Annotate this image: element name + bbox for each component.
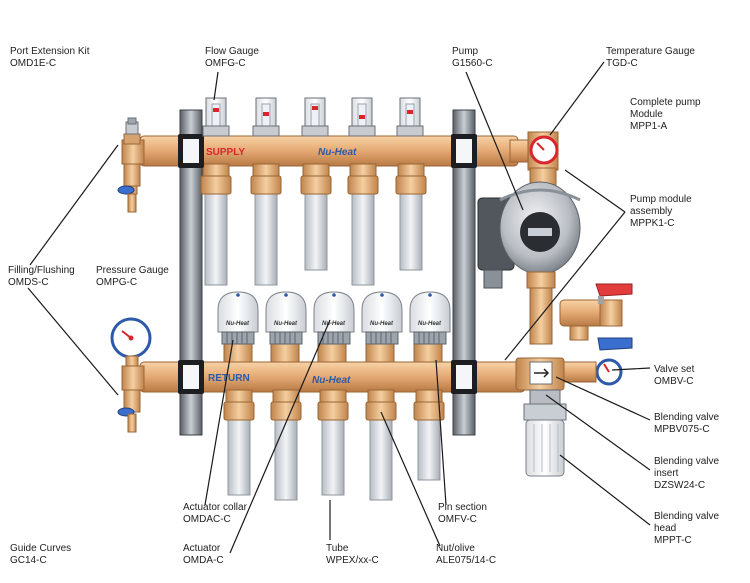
supply-manifold xyxy=(139,134,519,195)
label-code: MPPT-C xyxy=(654,535,692,546)
label-name: Blending valve xyxy=(654,412,720,423)
return-manifold xyxy=(139,341,526,421)
label-code: MPBV075-C xyxy=(654,424,710,435)
pump-label: Pump G1560-C xyxy=(452,46,493,70)
label-code: OMDAC-C xyxy=(183,514,231,525)
blending-valve-head-label: Blending valve head MPPT-C xyxy=(654,511,719,547)
label-line2: Module xyxy=(630,109,663,120)
label-name: Tube xyxy=(326,543,349,554)
label-code: OMDS-C xyxy=(8,277,49,288)
actuator-brand-2: Nu-Heat xyxy=(274,321,298,327)
label-code: TGD-C xyxy=(606,58,638,69)
blending-valve-insert-label: Blending valve insert DZSW24-C xyxy=(654,456,719,492)
label-code: OMPG-C xyxy=(96,277,138,288)
label-code: ALE075/14-C xyxy=(436,555,497,566)
label-line1: Blending valve xyxy=(654,511,720,522)
label-code: OMFG-C xyxy=(205,58,246,69)
label-code: GC14-C xyxy=(10,555,47,566)
flow-gauges xyxy=(202,97,424,137)
guide-rail-right xyxy=(452,109,476,436)
label-code: OMFV-C xyxy=(438,514,477,525)
label-line2: assembly xyxy=(630,206,673,217)
supply-brand: Nu-Heat xyxy=(318,147,357,158)
actuator-brand-5: Nu-Heat xyxy=(418,321,442,327)
label-line2: head xyxy=(654,523,677,534)
valve-set-label: Valve set OMBV-C xyxy=(654,364,694,388)
guide-curves-label: Guide Curves GC14-C xyxy=(10,543,71,567)
label-code: OMDA-C xyxy=(183,555,224,566)
label-code: DZSW24-C xyxy=(654,480,706,491)
label-name: Valve set xyxy=(654,364,695,375)
actuator-label: Actuator OMDA-C xyxy=(183,543,224,567)
label-name: Port Extension Kit xyxy=(10,46,90,57)
return-label: RETURN xyxy=(208,373,250,384)
label-line1: Complete pump xyxy=(630,97,701,108)
pin-section-label: Pin section OMFV-C xyxy=(438,502,487,526)
label-line1: Pump module xyxy=(630,194,692,205)
actuators xyxy=(217,291,451,345)
actuator-brand-1: Nu-Heat xyxy=(226,321,250,327)
label-code: MPP1-A xyxy=(630,121,668,132)
return-brand: Nu-Heat xyxy=(312,375,351,386)
filling-flushing-label: Filling/Flushing OMDS-C xyxy=(8,265,75,289)
complete-pump-module-label: Complete pump Module MPP1-A xyxy=(630,97,701,133)
pressure-gauge xyxy=(110,317,152,433)
supply-tubes xyxy=(204,189,423,286)
actuator-brand-3: Nu-Heat xyxy=(322,321,346,327)
leader-lines xyxy=(27,61,651,554)
label-code: G1560-C xyxy=(452,58,493,69)
return-tubes xyxy=(227,419,441,501)
temperature-gauge-label: Temperature Gauge TGD-C xyxy=(606,46,695,70)
label-name: Filling/Flushing xyxy=(8,265,75,276)
label-name: Flow Gauge xyxy=(205,46,259,57)
label-code: OMBV-C xyxy=(654,376,694,387)
pressure-gauge-label: Pressure Gauge OMPG-C xyxy=(96,265,169,289)
label-name: Actuator collar xyxy=(183,502,247,513)
label-name: Temperature Gauge xyxy=(606,46,695,57)
label-line2: insert xyxy=(654,468,679,479)
label-name: Pressure Gauge xyxy=(96,265,169,276)
label-name: Pump xyxy=(452,46,479,57)
actuator-collar-label: Actuator collar OMDAC-C xyxy=(183,502,247,526)
label-code: WPEX/xx-C xyxy=(326,555,379,566)
label-name: Guide Curves xyxy=(10,543,72,554)
tube-label: Tube WPEX/xx-C xyxy=(326,543,379,567)
label-code: MPPK1-C xyxy=(630,218,675,229)
port-extension-kit xyxy=(117,117,145,213)
pump-assembly xyxy=(477,131,633,477)
label-name: Actuator xyxy=(183,543,221,554)
blending-valve-label: Blending valve MPBV075-C xyxy=(654,412,719,436)
label-name: Pin section xyxy=(438,502,487,513)
flow-gauge-label: Flow Gauge OMFG-C xyxy=(205,46,259,70)
guide-rail-left xyxy=(179,109,203,436)
label-code: OMD1E-C xyxy=(10,58,57,69)
port-extension-kit-label: Port Extension Kit OMD1E-C xyxy=(10,46,89,70)
nut-olive-label: Nut/olive ALE075/14-C xyxy=(436,543,496,567)
label-line1: Blending valve xyxy=(654,456,720,467)
pump-module-assembly-label: Pump module assembly MPPK1-C xyxy=(630,194,692,230)
supply-label: SUPPLY xyxy=(206,147,245,158)
actuator-brand-4: Nu-Heat xyxy=(370,321,394,327)
label-name: Nut/olive xyxy=(436,543,475,554)
